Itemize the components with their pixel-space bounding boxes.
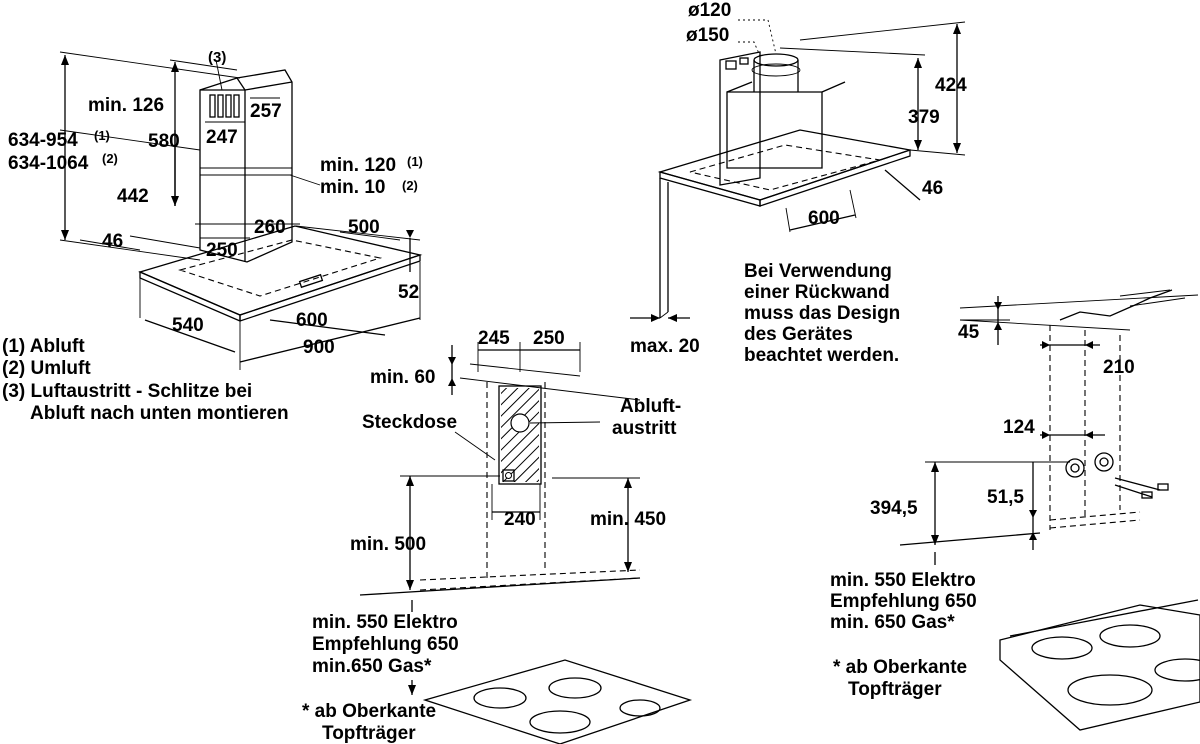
- dim-min500: min. 500: [350, 534, 426, 555]
- ref-2: (2): [102, 151, 118, 166]
- ref-3: (3): [208, 49, 226, 66]
- ref-1: (1): [94, 128, 110, 143]
- legend-luftaustritt-cont: Abluft nach unten montieren: [30, 403, 289, 424]
- wall-plugs: [1065, 452, 1169, 499]
- dim-250: 250: [206, 240, 238, 261]
- req-line-1: min. 550 Elektro: [312, 612, 458, 633]
- legend-abluft: (1) Abluft: [2, 336, 85, 357]
- backwall-note: Bei Verwendung einer Rückwand muss das D…: [744, 261, 900, 366]
- footnote-line-1: * ab Oberkante: [302, 701, 436, 722]
- dim-600: 600: [296, 310, 328, 331]
- dim-min126: min. 126: [88, 95, 164, 116]
- wall-installation-view: 245 250 min. 60 Steckdose Abluft- austri…: [302, 328, 693, 744]
- req-line-2-right: Empfehlung 650: [830, 591, 977, 612]
- req-line-2: Empfehlung 650: [312, 634, 459, 655]
- dim-257: 257: [250, 101, 282, 122]
- mounting-detail-view: 45 210 124 394,5 51,5 min. 550 Elektro E…: [830, 289, 1200, 731]
- dim-d150: ø150: [686, 25, 729, 46]
- dim-424: 424: [935, 75, 967, 96]
- note-line-1: Bei Verwendung: [744, 261, 892, 282]
- ref-min10: (2): [402, 178, 418, 193]
- dim-range-1: 634-954: [8, 130, 78, 151]
- req-line-3: min.650 Gas*: [312, 656, 432, 677]
- req-line-1-right: min. 550 Elektro: [830, 570, 976, 591]
- dim-260: 260: [254, 217, 286, 238]
- dim-580: 580: [148, 131, 180, 152]
- note-line-3: muss das Design: [744, 303, 900, 324]
- dim-max20: max. 20: [630, 336, 700, 357]
- dim-379: 379: [908, 107, 940, 128]
- vent-slits: [209, 94, 240, 118]
- note-line-5: beachtet werden.: [744, 345, 899, 366]
- dim-min120: min. 120: [320, 155, 396, 176]
- note-line-4: des Gerätes: [744, 324, 853, 345]
- dim-46: 46: [102, 231, 123, 252]
- dim-46-side: 46: [922, 178, 943, 199]
- dim-500: 500: [348, 217, 380, 238]
- dim-245: 245: [478, 328, 510, 349]
- legend: (1) Abluft (2) Umluft (3) Luftaustritt -…: [2, 336, 289, 424]
- label-austritt: austritt: [612, 418, 677, 439]
- dim-247: 247: [206, 127, 238, 148]
- dim-600-side: 600: [808, 208, 840, 229]
- dim-900: 900: [303, 337, 335, 358]
- dim-240: 240: [504, 509, 536, 530]
- footnote-line-2-right: Topfträger: [848, 679, 942, 700]
- dim-124: 124: [1003, 417, 1035, 438]
- label-steckdose: Steckdose: [362, 412, 457, 433]
- dim-394-5: 394,5: [870, 498, 918, 519]
- footnote-line-2: Topfträger: [322, 723, 416, 744]
- footnote-line-1-right: * ab Oberkante: [833, 657, 967, 678]
- dim-51-5: 51,5: [987, 487, 1024, 508]
- label-abluft: Abluft-: [620, 396, 681, 417]
- legend-umluft: (2) Umluft: [2, 358, 91, 379]
- req-line-3-right: min. 650 Gas*: [830, 612, 955, 633]
- note-line-2: einer Rückwand: [744, 282, 890, 303]
- hood-side-view: ø120 ø150 424 379 46 600 max. 20: [630, 0, 967, 357]
- dim-d120: ø120: [688, 0, 731, 21]
- dim-540: 540: [172, 315, 204, 336]
- dim-range-2: 634-1064: [8, 153, 89, 174]
- legend-luftaustritt: (3) Luftaustritt - Schlitze bei: [2, 381, 252, 402]
- dim-min450: min. 450: [590, 509, 666, 530]
- dim-250-wall: 250: [533, 328, 565, 349]
- dim-210: 210: [1103, 357, 1135, 378]
- dim-442: 442: [117, 186, 149, 207]
- dim-52: 52: [398, 282, 419, 303]
- dim-45: 45: [958, 322, 980, 343]
- hood-isometric-view: min. 126 580 634-954 (1) 634-1064 (2) 44…: [8, 49, 423, 370]
- ref-min120: (1): [407, 154, 423, 169]
- dim-min10: min. 10: [320, 177, 385, 198]
- dim-min60: min. 60: [370, 367, 435, 388]
